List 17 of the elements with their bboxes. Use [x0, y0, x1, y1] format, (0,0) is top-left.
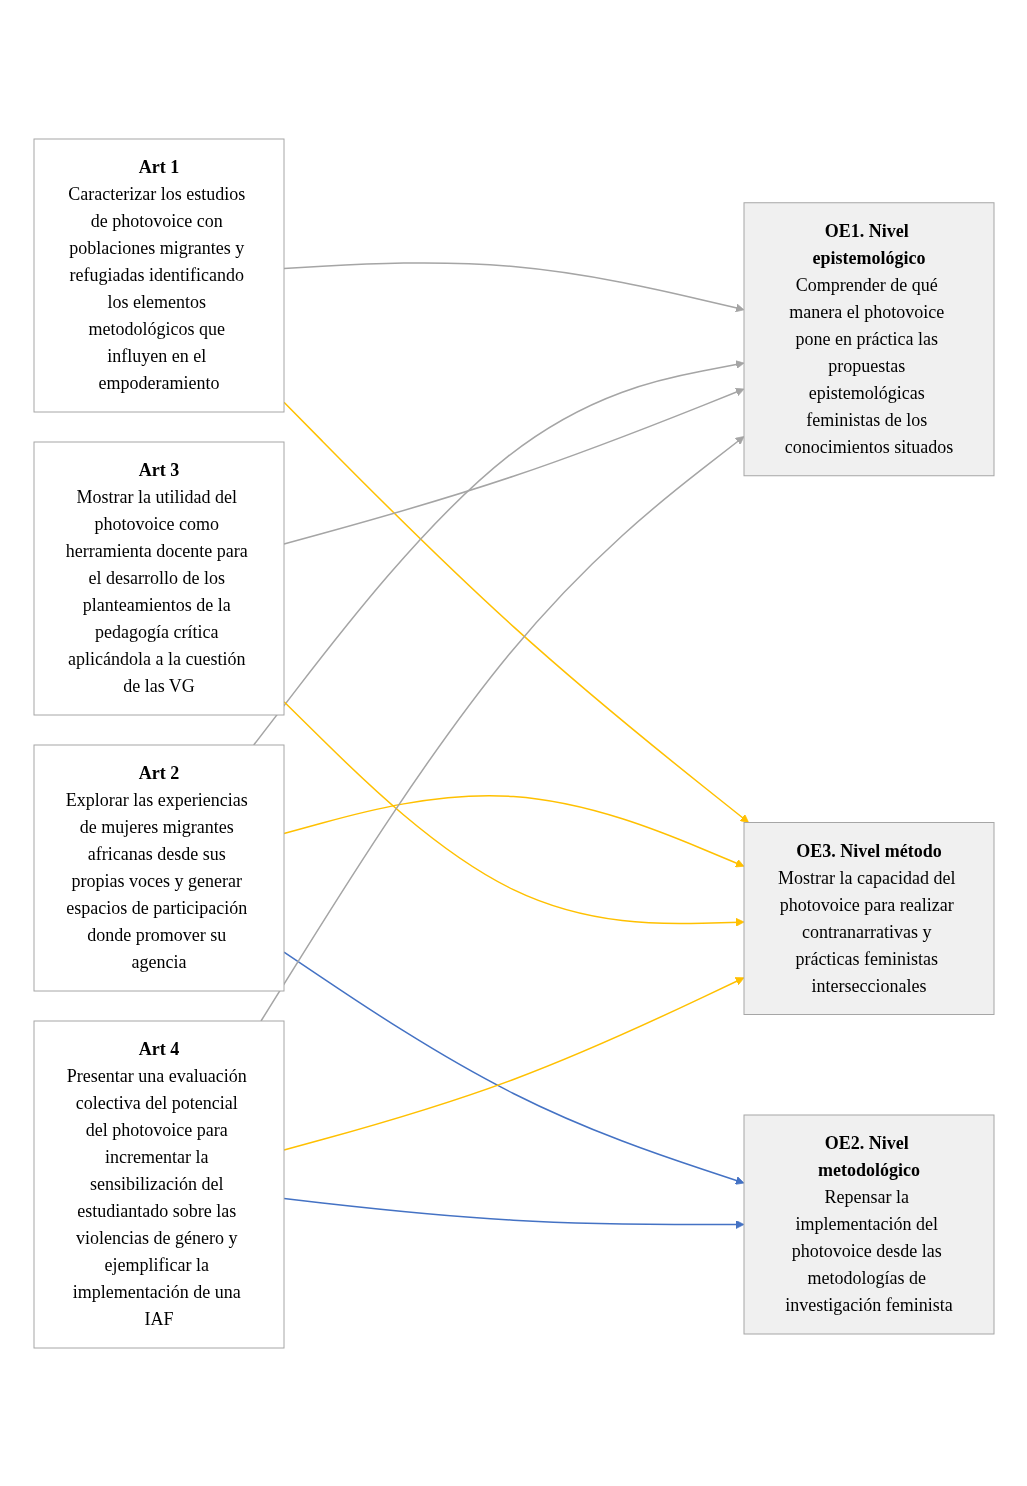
arrow	[259, 435, 744, 1022]
arrow	[282, 1197, 744, 1229]
node-box: Art 2 Explorar las experiencias de mujeres migrantes africanas desde sus propias voces y generar espacios de participación donde promover su agencia	[33, 744, 284, 991]
arrow	[282, 950, 744, 1185]
node-box: Art 1 Caracterizar los estudios de photovoice con poblaciones migrantes y refugiadas identificando los elementos metodológicos que influyen en el empoderamiento	[33, 138, 284, 412]
arrow	[282, 261, 744, 312]
node-box: Art 4 Presentar una evaluación colectiva del potencial del photovoice para incrementar la sensibilización del estudiantado sobre las violencias de género y ejemplificar la implementación de una IAF	[33, 1020, 284, 1348]
arrow	[282, 976, 744, 1151]
arrow	[282, 794, 744, 867]
arrow	[252, 359, 744, 746]
arrow	[282, 700, 744, 927]
node-box: OE1. Nivel epistemológico Comprender de qué manera el photovoice pone en práctica las propuestas epistemológicas feministas de los conocimientos situados	[743, 201, 994, 476]
node-box: OE3. Nivel método Mostrar la capacidad del photovoice para realizar contranarrativas y prácticas feministas interseccionales	[743, 821, 994, 1015]
arrow	[282, 401, 749, 823]
node-box: OE2. Nivel metodológico Repensar la implementación del photovoice desde las metodologías de investigación feminista	[743, 1114, 994, 1334]
arrow	[282, 387, 744, 545]
node-box: Art 3 Mostrar la utilidad del photovoice como herramienta docente para el desarrollo de los planteamientos de la pedagogía crítica aplicándola a la cuestión de las VG	[33, 441, 284, 715]
